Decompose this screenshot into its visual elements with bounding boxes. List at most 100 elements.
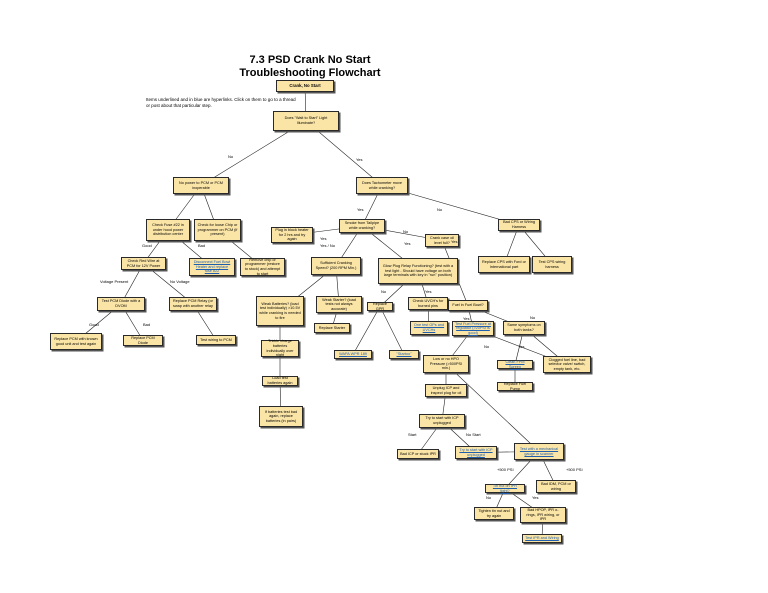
edge-label-yes3: Yes: [320, 236, 327, 241]
node-wiring-text[interactable]: WAPA WPR 189: [339, 352, 367, 357]
edge-label-yesno: Yes / No: [320, 243, 335, 248]
node-replstarter: Replace Starter: [314, 323, 350, 333]
node-glowplug-text: Glow Plug Relay Functioning? (test with …: [382, 264, 454, 278]
node-checkuvch: Check UVCH's for burned pins: [408, 297, 448, 310]
edge-label-voltpres: Voltage Present: [100, 279, 129, 284]
connector-replgpr-starlink: [379, 306, 405, 355]
node-trickle-text: Trickle charge batteries individually ov…: [266, 339, 294, 358]
edge-label-psi500a: +500 PSI: [497, 467, 514, 472]
node-nopower: No power to PCM or PCM inoperable: [173, 177, 229, 194]
node-wiring[interactable]: WAPA WPR 189: [334, 350, 372, 359]
title-line-2: Troubleshooting Flowchart: [239, 67, 381, 79]
node-unplugicp-text: Unplug ICP and inspect plug for oil: [430, 385, 462, 395]
connector-wts-nopower: [200, 120, 307, 186]
node-onetest[interactable]: One test GPs and UVCHs: [410, 321, 448, 335]
node-starlink-text[interactable]: "Startoo": [396, 352, 412, 357]
node-replfuelpump: Replace Fuel Pump: [497, 382, 533, 391]
node-badidm-text: Bad IDM, PCM or wiring: [541, 481, 571, 491]
edge-label-yes1: Yes: [356, 157, 363, 162]
connector-replgpr-wiring: [352, 306, 381, 355]
node-wts: Does "Wait to Start" Light Illuminate?: [273, 111, 339, 131]
node-samesymptoms: Same symptoms on both tanks?: [503, 321, 545, 335]
node-nopower-text: No power to PCM or PCM inoperable: [179, 180, 223, 190]
node-unplugicp: Unplug ICP and inspect plug for oil: [425, 384, 467, 397]
edge-label-yes6: Yes: [451, 239, 458, 244]
flowchart-title: 7.3 PSD Crank No Start Troubleshooting F…: [200, 54, 420, 80]
node-cleanfpm-text[interactable]: Clean FPM Screen: [505, 359, 525, 369]
node-badidm: Bad IDM, PCM or wiring: [536, 480, 576, 493]
node-crankcase-text: Crank case oil level full?: [429, 235, 455, 245]
node-disconnect-text[interactable]: Disconnect Fuel Bowl Heater and replace …: [193, 260, 231, 274]
edge-label-no6: No: [484, 344, 490, 349]
node-testcps-text: Test CPS wiring harness: [538, 259, 566, 269]
node-sufficient: Sufficient Cranking Speed? (200 RPM Min.…: [311, 257, 361, 275]
edge-label-good1: Good: [142, 243, 152, 248]
edge-label-yes5: Yes: [425, 289, 432, 294]
edge-label-no7: No: [486, 495, 492, 500]
node-trystart2[interactable]: Try to start with ICP unplugged: [455, 446, 497, 459]
node-testmech-text[interactable]: Test with a mechanical gauge in scanner: [519, 446, 559, 456]
node-testipr-text[interactable]: Test IPR and Wiring: [525, 536, 559, 541]
edge-label-yes2: Yes: [357, 207, 364, 212]
node-replrelay-text: Replace PCM Relay (or swap with another …: [173, 299, 213, 308]
node-plugblock-text: Plug in block heater for 2 hrs and try a…: [275, 228, 309, 242]
node-weakbatt-text: Weak Batteries? (load test individually)…: [259, 301, 301, 320]
node-testcps: Test CPS wiring harness: [532, 256, 572, 273]
node-testipr[interactable]: Test IPR and Wiring: [522, 534, 562, 543]
node-trystart: Try to start with ICP unplugged: [419, 414, 465, 428]
node-loosechip-text: Check for loose Chip or programmer on PC…: [197, 223, 238, 237]
node-testdiode: Test PCM Diode with a DVOM: [97, 297, 145, 311]
node-glowplug: Glow Plug Relay Functioning? (test with …: [378, 258, 458, 284]
node-fuelbowl: Fuel in Fuel Bowl?: [448, 300, 488, 311]
node-trystart2-text[interactable]: Try to start with ICP unplugged: [459, 447, 493, 457]
node-lowhpo: Low or no HPO Pressure (>500PSI min.): [423, 355, 469, 373]
node-clogged: Clogged fuel line, bad selector valve/ s…: [543, 356, 591, 373]
node-wiringpcm-text: Test wiring to PCM: [200, 337, 232, 342]
node-fuse22-text: Check Fuse #22 in under hood power distr…: [152, 223, 184, 237]
node-clogged-text: Clogged fuel line, bad selector valve/ s…: [548, 357, 586, 371]
edge-label-good2: Good: [89, 322, 99, 327]
node-samesymptoms-text: Same symptoms on both tanks?: [507, 323, 541, 332]
node-crank: Crank, No Start: [276, 80, 334, 92]
node-testfuelpress[interactable]: Test Fuel Pressure at regulator (>20PSI …: [452, 321, 494, 336]
node-weakbatt: Weak Batteries? (load test individually)…: [256, 296, 304, 326]
node-tinnut[interactable]: Tin nut on IPR tight?: [485, 484, 525, 493]
edge-label-no5: No: [530, 315, 536, 320]
node-removechip-text: Remove chip or programmer (restore to st…: [244, 257, 281, 276]
edge-label-yes7: Yes: [463, 316, 470, 321]
title-line-1: 7.3 PSD Crank No Start: [249, 54, 371, 66]
node-trickle: Trickle charge batteries individually ov…: [261, 339, 299, 358]
node-redwire-text: Check Red Wire at PCM for 12V Power: [126, 258, 161, 268]
edge-label-bad1: Bad: [198, 243, 206, 248]
node-disconnect[interactable]: Disconnect Fuel Bowl Heater and replace …: [189, 258, 235, 276]
node-tach: Does Tachometer move while cranking?: [356, 177, 408, 194]
node-cleanfpm[interactable]: Clean FPM Screen: [497, 360, 533, 369]
node-replrelay: Replace PCM Relay (or swap with another …: [169, 297, 217, 311]
node-badcps: Bad CPS or Wiring Harness: [498, 219, 540, 231]
node-testmech[interactable]: Test with a mechanical gauge in scanner: [514, 443, 564, 460]
node-tighten: Tighten tin nut and try again: [474, 507, 514, 520]
node-ifbatteries: If batteries test bad again, replace bat…: [259, 406, 303, 427]
node-replpcm: Replace PCM with known good unit and tes…: [50, 333, 102, 350]
edge-label-yes8: Yes: [518, 344, 525, 349]
node-loadtest: Load test batteries again: [262, 376, 298, 386]
node-badhpop-text: Bad HPOP, IPR o-rings, IPR wiring, or IP…: [526, 508, 560, 522]
edge-label-bad2: Bad: [143, 322, 151, 327]
node-lowhpo-text: Low or no HPO Pressure (>500PSI min.): [429, 357, 463, 371]
node-replcps-text: Replace CPS with Ford or International p…: [482, 259, 526, 269]
node-loadtest-text: Load test batteries again: [267, 376, 293, 385]
connector-lowhpo-testmech: [445, 363, 540, 452]
node-crankcase: Crank case oil level full?: [425, 234, 459, 247]
edge-label-yes9: Yes: [532, 495, 539, 500]
node-smoke-text: Smoke from Tailpipe while cranking?: [344, 221, 380, 230]
node-testfuelpress-text[interactable]: Test Fuel Pressure at regulator (>20PSI …: [455, 321, 491, 335]
node-smoke: Smoke from Tailpipe while cranking?: [339, 219, 385, 233]
node-tach-text: Does Tachometer move while cranking?: [361, 180, 403, 190]
node-onetest-text[interactable]: One test GPs and UVCHs: [413, 323, 445, 332]
node-tighten-text: Tighten tin nut and try again: [478, 508, 510, 518]
node-starlink[interactable]: "Startoo": [389, 350, 419, 359]
edge-label-psi500b: +500 PSI: [566, 467, 583, 472]
node-replgpr: Replace GPR: [367, 302, 393, 311]
node-badicp: Bad ICP or stuck IPR: [397, 449, 439, 459]
node-tinnut-text[interactable]: Tin nut on IPR tight?: [492, 483, 518, 493]
